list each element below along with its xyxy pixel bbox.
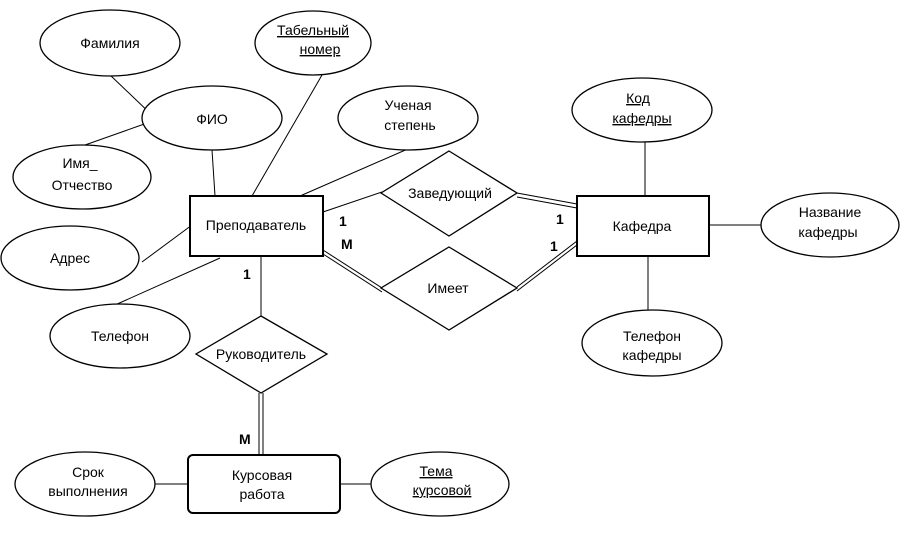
cardinality-dept-head: 1 bbox=[556, 211, 564, 227]
line-namepatronymic-fio bbox=[84, 121, 151, 146]
attribute-label: Телефон bbox=[91, 328, 149, 344]
attribute-topic: Тема курсовой bbox=[370, 451, 510, 517]
attribute-label: Тема bbox=[420, 463, 453, 479]
line-has-dept-a bbox=[516, 240, 578, 288]
line-head-dept-a bbox=[516, 192, 578, 205]
relationship-label: Заведующий bbox=[408, 185, 492, 201]
attribute-surname: Фамилия bbox=[39, 9, 181, 77]
entity-coursework: Курсовая работа bbox=[187, 454, 341, 514]
entity-label: Преподаватель bbox=[206, 217, 306, 233]
attribute-label: курсовой bbox=[413, 482, 472, 498]
attribute-label: Имя_ bbox=[62, 155, 97, 171]
attribute-label: номер bbox=[300, 41, 341, 57]
attribute-label: Адрес bbox=[50, 250, 90, 266]
line-address-teacher bbox=[141, 224, 193, 263]
attribute-label: Ученая bbox=[384, 97, 431, 113]
attribute-degree: Ученая степень bbox=[337, 85, 479, 151]
attribute-tab-number: Табельный номер bbox=[254, 10, 372, 76]
line-has-dept-b bbox=[516, 244, 578, 292]
entity-label: работа bbox=[239, 486, 284, 502]
relationship-supervisor: Руководитель bbox=[194, 315, 329, 394]
attribute-label: Срок bbox=[72, 464, 105, 480]
attribute-dept-code: Код кафедры bbox=[571, 77, 713, 143]
cardinality-coursework-supervisor: М bbox=[239, 431, 251, 447]
attribute-name-patronymic: Имя_ Отчество bbox=[12, 144, 152, 210]
attribute-address: Адрес bbox=[0, 225, 140, 291]
attribute-label: Название bbox=[799, 204, 862, 220]
attribute-label: Фамилия bbox=[80, 35, 139, 51]
attribute-label: Код bbox=[626, 90, 650, 106]
attribute-dept-name: Название кафедры bbox=[760, 192, 900, 258]
attribute-label: кафедры bbox=[798, 224, 857, 240]
entity-label: Кафедра bbox=[613, 218, 672, 234]
entity-teacher: Преподаватель bbox=[189, 195, 324, 257]
attribute-deadline: Срок выполнения bbox=[14, 451, 156, 517]
attribute-label: выполнения bbox=[48, 483, 127, 499]
line-tabnumber-teacher bbox=[251, 74, 323, 197]
entity-department: Кафедра bbox=[576, 195, 710, 257]
line-degree-teacher bbox=[299, 147, 411, 197]
cardinality-teacher-head: 1 bbox=[339, 213, 347, 229]
line-phone-teacher bbox=[114, 257, 221, 306]
attribute-label: ФИО bbox=[196, 111, 228, 127]
attribute-dept-phone: Телефон кафедры bbox=[581, 309, 723, 377]
line-teacher-has-a bbox=[322, 249, 383, 289]
cardinality-teacher-supervisor: 1 bbox=[243, 266, 251, 282]
line-teacher-head bbox=[322, 191, 383, 213]
attribute-fio: ФИО bbox=[141, 85, 283, 151]
relationship-has: Имеет bbox=[379, 246, 519, 331]
attribute-label: Телефон bbox=[623, 328, 681, 344]
attribute-label: кафедры bbox=[612, 110, 671, 126]
line-teacher-has-b bbox=[322, 253, 383, 293]
relationship-head: Заведующий bbox=[379, 150, 519, 237]
attribute-label: степень bbox=[384, 117, 435, 133]
attribute-label: Отчество bbox=[52, 177, 113, 193]
line-head-dept-b bbox=[516, 196, 578, 209]
attribute-label: Табельный bbox=[277, 22, 349, 38]
attribute-phone: Телефон bbox=[49, 303, 191, 369]
entity-label: Курсовая bbox=[232, 467, 292, 483]
cardinality-teacher-has: М bbox=[341, 236, 353, 252]
attribute-label: кафедры bbox=[622, 347, 681, 363]
relationship-label: Руководитель bbox=[216, 346, 306, 362]
relationship-label: Имеет bbox=[427, 280, 469, 296]
connectors bbox=[84, 74, 765, 485]
cardinality-dept-has: 1 bbox=[550, 238, 558, 254]
line-fio-teacher bbox=[211, 149, 216, 197]
